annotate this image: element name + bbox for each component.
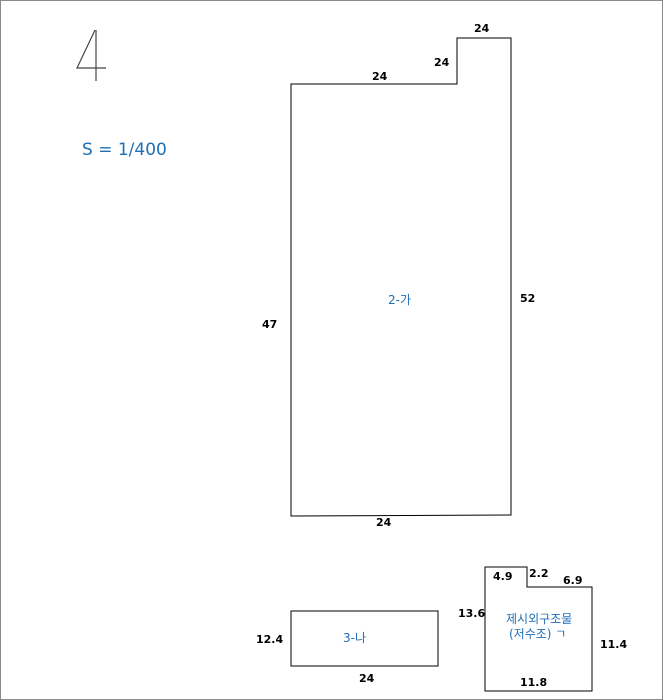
dim-3na-left: 12.4 (256, 633, 283, 646)
dim-structure-bottom: 11.8 (520, 676, 547, 689)
dim-2ga-right: 52 (520, 292, 535, 305)
structure-outline (484, 566, 593, 692)
building-2ga-label: 2-가 (388, 293, 411, 307)
structure-label-line2: (저수조) ㄱ (509, 627, 566, 641)
building-3na-outline (290, 610, 439, 667)
building-2ga-outline (290, 37, 512, 517)
dim-structure-top-left: 4.9 (493, 570, 513, 583)
sheet-number: 4 (76, 29, 106, 81)
dim-2ga-step: 24 (434, 56, 450, 69)
dim-2ga-left: 47 (262, 318, 277, 331)
building-3na-label: 3-나 (343, 631, 366, 645)
dim-structure-right: 11.4 (600, 638, 627, 651)
dim-3na-bottom: 24 (359, 672, 375, 685)
dim-2ga-bottom: 24 (376, 516, 392, 529)
dim-2ga-top-left: 24 (372, 70, 388, 83)
dim-structure-left: 13.6 (458, 607, 485, 620)
dim-structure-notch: 2.2 (529, 567, 549, 580)
dim-structure-top-right: 6.9 (563, 574, 583, 587)
structure-label-line1: 제시외구조물 (506, 612, 572, 626)
dim-2ga-top-right: 24 (474, 22, 490, 35)
scale-label: S = 1/400 (82, 140, 167, 160)
